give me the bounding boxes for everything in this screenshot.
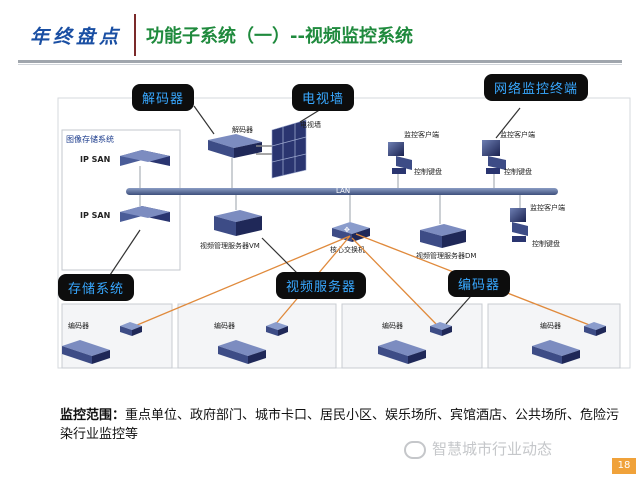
callout-net-client: 网络监控终端 xyxy=(484,74,589,101)
vm-server-device xyxy=(214,210,262,236)
core-switch-label: 核心交换机 xyxy=(330,245,365,254)
watermark: 智慧城市行业动态 xyxy=(404,438,552,459)
client-workstation-1 xyxy=(388,142,412,174)
page-title: 功能子系统（一）--视频监控系统 xyxy=(146,26,413,47)
tv-wall-label: 电视墙 xyxy=(300,120,321,129)
header: 年终盘点 功能子系统（一）--视频监控系统 xyxy=(0,0,640,70)
decoder-label: 解码器 xyxy=(232,125,253,134)
keyboard-label-3: 控制键盘 xyxy=(532,239,560,248)
lan-label: LAN xyxy=(336,187,350,195)
header-rule-thin xyxy=(18,64,622,65)
client-label-1: 监控客户端 xyxy=(404,130,439,139)
encoder-label-2: 编码器 xyxy=(214,321,235,330)
client-workstation-2 xyxy=(482,140,506,174)
ip-san-device-1 xyxy=(120,150,170,166)
caption-lead: 监控范围： xyxy=(60,408,126,423)
brand-logo-text: 年终盘点 xyxy=(30,26,123,48)
storage-group-box xyxy=(61,129,181,271)
wechat-icon xyxy=(404,440,426,459)
callout-video-server: 视频服务器 xyxy=(276,272,367,299)
lan-bus xyxy=(126,188,558,195)
ip-san-label-1: IP SAN xyxy=(80,155,110,164)
encoder-site-2: 编码器 xyxy=(214,321,288,364)
caption-text: 重点单位、政府部门、城市卡口、居民小区、娱乐场所、宾馆酒店、公共场所、危险污染行… xyxy=(60,408,620,442)
caption: 监控范围：重点单位、政府部门、城市卡口、居民小区、娱乐场所、宾馆酒店、公共场所、… xyxy=(60,406,620,444)
callout-storage: 存储系统 xyxy=(58,274,135,301)
page-number-badge: 18 xyxy=(612,458,636,474)
encoder-site-4: 编码器 xyxy=(532,321,606,364)
storage-group-label: 图像存储系统 xyxy=(66,134,114,144)
ip-san-device-2 xyxy=(120,206,170,222)
ip-san-label-2: IP SAN xyxy=(80,211,110,220)
link-encoder-1 xyxy=(129,235,351,329)
client-label-2: 监控客户端 xyxy=(500,130,535,139)
network-diagram: 图像存储系统 IP SAN IP SAN 解码器 电视墙 监控客户端 控制键盘 xyxy=(57,97,631,369)
tv-wall-device xyxy=(271,119,307,179)
core-switch-device: ✥ xyxy=(332,222,370,242)
encoder-site-1: 编码器 xyxy=(62,321,142,364)
keyboard-label-1: 控制键盘 xyxy=(414,167,442,176)
link-encoder-3 xyxy=(351,237,439,327)
zone-box-1 xyxy=(61,303,173,369)
svg-text:✥: ✥ xyxy=(344,226,350,234)
client-label-3: 监控客户端 xyxy=(530,203,565,212)
encoder-label-4: 编码器 xyxy=(540,321,561,330)
dm-server-device xyxy=(420,224,466,248)
callout-decoder: 解码器 xyxy=(132,84,195,111)
header-divider xyxy=(134,14,136,56)
vm-server-label: 视频管理服务器VM xyxy=(200,241,260,250)
client-workstation-3 xyxy=(510,208,528,242)
encoder-label-1: 编码器 xyxy=(68,321,89,330)
encoder-site-3: 编码器 xyxy=(378,321,452,364)
callout-encoder: 编码器 xyxy=(448,270,511,297)
callout-tv-wall: 电视墙 xyxy=(292,84,355,111)
encoder-label-3: 编码器 xyxy=(382,321,403,330)
decoder-device xyxy=(208,134,262,158)
keyboard-label-2: 控制键盘 xyxy=(504,167,532,176)
header-rule xyxy=(18,60,622,63)
dm-server-label: 视频管理服务器DM xyxy=(416,251,476,260)
watermark-text: 智慧城市行业动态 xyxy=(432,440,553,458)
